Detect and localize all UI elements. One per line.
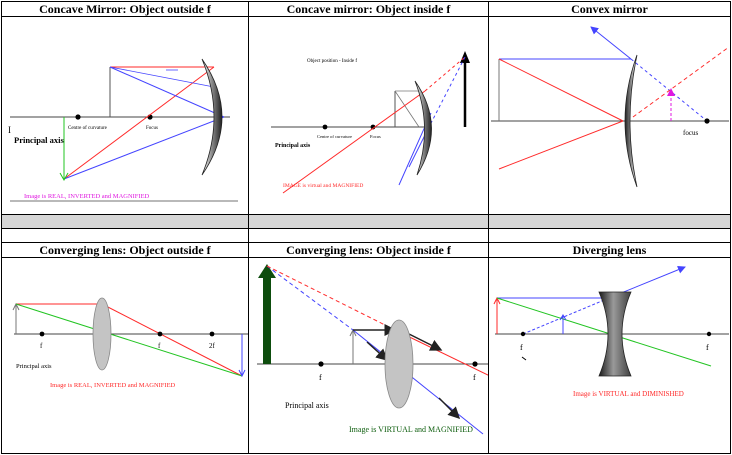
- ray-arrow-3: [366, 341, 389, 362]
- virtual-image: [263, 276, 271, 364]
- image-head: [238, 369, 246, 378]
- cell-title: Convex mirror: [489, 2, 730, 17]
- convex-lens: [384, 319, 414, 409]
- ray-through-focus: [109, 66, 225, 118]
- cell-converging-inside: Converging lens: Object inside f f f Pri…: [248, 242, 489, 454]
- ray-red-dashed: [424, 56, 466, 92]
- twice-focus-point: [209, 331, 215, 337]
- virtual-image-head: [258, 264, 276, 278]
- tick-mark: [521, 356, 527, 361]
- ray-refracted: [101, 303, 243, 377]
- cell-concave-outside: Concave Mirror: Object outside f I Centr…: [1, 1, 249, 215]
- f-label: f: [158, 342, 161, 350]
- image-caption: Image is VIRTUAL and DIMINISHED: [573, 390, 684, 398]
- virtual-image-head: [559, 314, 567, 321]
- axis-label: Principal axis: [285, 401, 329, 410]
- image-caption: IMAGE is virtual and MAGNIFIED: [283, 183, 363, 189]
- focus-point-right: [157, 331, 163, 337]
- ray-reflected: [63, 66, 215, 180]
- cell-concave-inside: Concave mirror: Object inside f Object p…: [248, 1, 489, 215]
- separator-band: [1, 214, 249, 229]
- separator-band: [488, 214, 731, 229]
- image-caption: Image is VIRTUAL and MAGNIFIED: [349, 425, 473, 434]
- convex-mirror-diagram: focus: [491, 26, 730, 188]
- focus-point-right: [706, 331, 712, 337]
- separator-row: [1, 228, 249, 243]
- separator-band: [248, 214, 489, 229]
- ray-red: [282, 90, 426, 194]
- ray-virtual: [522, 297, 610, 335]
- f-label: f: [520, 343, 523, 352]
- 2f-label: 2f: [209, 342, 216, 350]
- centre-label: Centre of curvature: [68, 126, 108, 131]
- centre-point: [322, 124, 328, 130]
- separator-row: [248, 228, 489, 243]
- image-caption: Image is REAL, INVERTED and MAGNIFIED: [24, 193, 150, 200]
- centre-label: Centre of curvature: [317, 134, 352, 139]
- cell-title: Diverging lens: [489, 243, 730, 258]
- ray-arrow-2: [408, 333, 443, 351]
- ray-blue: [352, 329, 484, 435]
- focus-point-left: [520, 331, 526, 337]
- axis-label: Principal axis: [275, 143, 311, 149]
- separator-row: [488, 228, 731, 243]
- f-label: f: [706, 343, 709, 352]
- concave-inside-diagram: Object position - Inside f Centre of cur…: [271, 51, 470, 194]
- focus-label: focus: [683, 129, 698, 137]
- image-caption: Image is REAL, INVERTED and MAGNIFIED: [50, 382, 176, 389]
- ray-blue-dashed: [266, 265, 354, 331]
- ray-red: [394, 329, 488, 376]
- concave-outside-diagram: I Centre of curvature Focus Principal ax…: [8, 58, 238, 202]
- ray-virtual: [630, 58, 708, 122]
- position-label: Object position - Inside f: [307, 59, 357, 64]
- cell-converging-outside: Converging lens: Object outside f f f 2f…: [1, 242, 249, 454]
- focus-point-left: [39, 331, 45, 337]
- focus-point-left: [318, 361, 324, 367]
- cell-title: Converging lens: Object inside f: [249, 243, 488, 258]
- concave-mirror: [414, 80, 432, 176]
- concave-mirror: [201, 58, 223, 176]
- ray-red-dashed: [632, 46, 730, 118]
- converging-outside-diagram: f f 2f Principal axis Image is REAL, INV…: [12, 297, 248, 389]
- focus-point: [704, 118, 710, 124]
- axis-label: Principal axis: [16, 363, 52, 370]
- axis-label: Principal axis: [14, 135, 65, 145]
- focus-label: Focus: [370, 134, 381, 139]
- ray-chief: [109, 66, 215, 88]
- f-label: f: [40, 342, 43, 350]
- ray-red-dashed: [266, 265, 396, 331]
- ray-reflected: [590, 26, 632, 60]
- ray-back: [63, 116, 225, 180]
- ray-blue-dashed: [428, 56, 466, 128]
- ray-red: [498, 58, 624, 122]
- convex-lens: [92, 297, 112, 371]
- focus-label: Focus: [146, 126, 158, 131]
- diverging-lens-diagram: f f Image is VIRTUAL and DIMINISHED: [493, 265, 729, 398]
- f-label: f: [319, 373, 322, 382]
- object-diag: [394, 90, 420, 128]
- ray-red-back: [498, 120, 624, 170]
- cell-title: Concave Mirror: Object outside f: [2, 2, 248, 17]
- focus-point: [370, 124, 376, 130]
- f-label: f: [473, 373, 476, 382]
- cell-diverging-lens: Diverging lens f f Image is VIRTUAL and …: [488, 242, 731, 454]
- cell-title: Concave mirror: Object inside f: [249, 2, 488, 17]
- concave-lens: [598, 291, 632, 377]
- ray-centre: [496, 297, 712, 367]
- convex-mirror: [624, 54, 638, 188]
- tick-label: I: [8, 125, 11, 135]
- converging-inside-diagram: f f Principal axis Image is VIRTUAL and …: [257, 264, 488, 435]
- ray-centre: [15, 303, 243, 377]
- focus-point-right: [472, 361, 478, 367]
- centre-point: [75, 114, 81, 120]
- cell-convex-mirror: Convex mirror focus: [488, 1, 731, 215]
- cell-title: Converging lens: Object outside f: [2, 243, 248, 258]
- image-arrowhead: [59, 172, 69, 182]
- ray-arrow-4: [438, 397, 461, 420]
